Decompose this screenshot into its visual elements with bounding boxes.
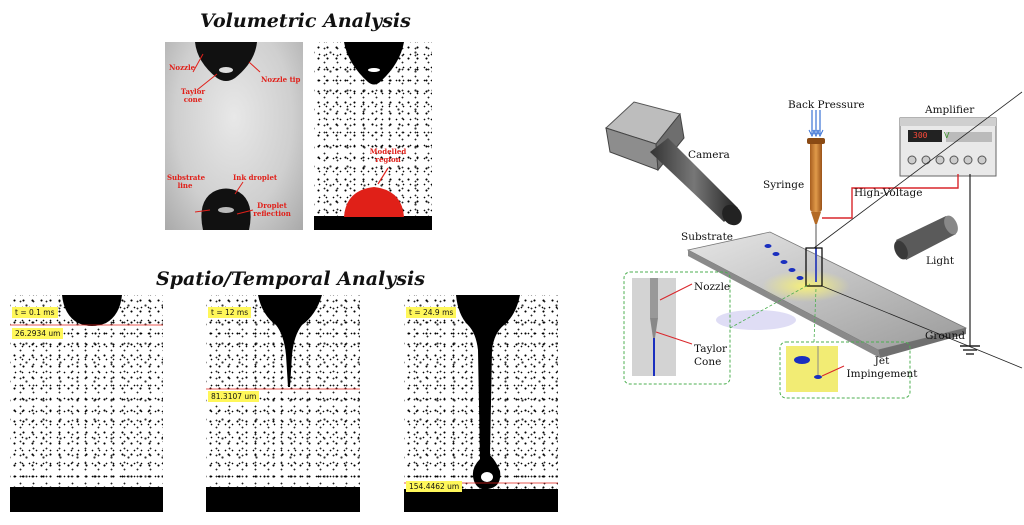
frame-3-time: t = 24.9 ms [406,307,457,318]
volumetric-binary-image: Modelled region [314,42,432,230]
modelled-region-shape [344,187,404,217]
label-camera: Camera [688,149,730,161]
label-back-pressure: Back Pressure [788,99,865,111]
label-jet-impingement: Jet Impingement [846,355,918,380]
frame-1-measure: 26.2934 um [12,328,64,339]
frame-3-measure: 154.4462 um [406,481,463,492]
amplifier-icon [899,117,997,177]
binary-nozzle-shape [344,42,404,85]
frame-2-measure: 81.3107 um [208,391,260,402]
label-light: Light [926,255,955,267]
label-nozzle: Nozzle [169,63,196,72]
label-nozzle-tip: Nozzle tip [261,75,301,84]
label-nozzle: Nozzle [694,281,731,293]
camera-icon [605,101,742,226]
label-high-voltage: High-Voltage [854,187,923,199]
label-modelled-region: Modelled region [369,147,407,164]
volumetric-title: Volumetric Analysis [200,10,411,32]
high-voltage-wire [822,174,959,219]
droplet-reflection-shape [218,207,234,213]
frame-2: t = 12 ms 81.3107 um [206,295,360,512]
nozzle-inset-frame [623,271,731,385]
spatio-temporal-title: Spatio/Temporal Analysis [156,268,425,290]
amplifier-unit: V [944,131,950,140]
frame-2-time: t = 12 ms [208,307,252,318]
label-substrate: Substrate [681,231,733,243]
nozzle-highlight [219,67,233,73]
volumetric-binary-svg [314,42,432,230]
label-ground: Ground [925,330,965,342]
binary-substrate [314,216,432,230]
light-icon [894,215,958,260]
frame-1: t = 0.1 ms 26.2934 um [10,295,163,512]
nozzle-shape [195,42,257,81]
label-taylor-cone-setup: Taylor Cone [694,343,728,368]
syringe-icon [807,110,825,282]
label-ink-droplet: Ink droplet [233,173,278,182]
label-amplifier: Amplifier [925,104,975,116]
jet-inset-image [786,346,838,392]
label-substrate-line: Substrate line [167,173,206,190]
label-taylor-cone: Taylor cone [180,87,206,104]
amplifier-display: 300 [913,131,928,140]
label-syringe: Syringe [763,179,805,191]
substrate-plate [686,231,968,358]
label-droplet-reflection: Droplet reflection [253,201,291,218]
frame-1-time: t = 0.1 ms [12,307,58,318]
frame-3: t = 24.9 ms 154.4462 um [404,295,558,512]
volumetric-raw-image: Nozzle Nozzle tip Taylor cone Substrate … [165,42,303,230]
volumetric-raw-svg [192,42,261,230]
setup-diagram [605,91,1023,399]
